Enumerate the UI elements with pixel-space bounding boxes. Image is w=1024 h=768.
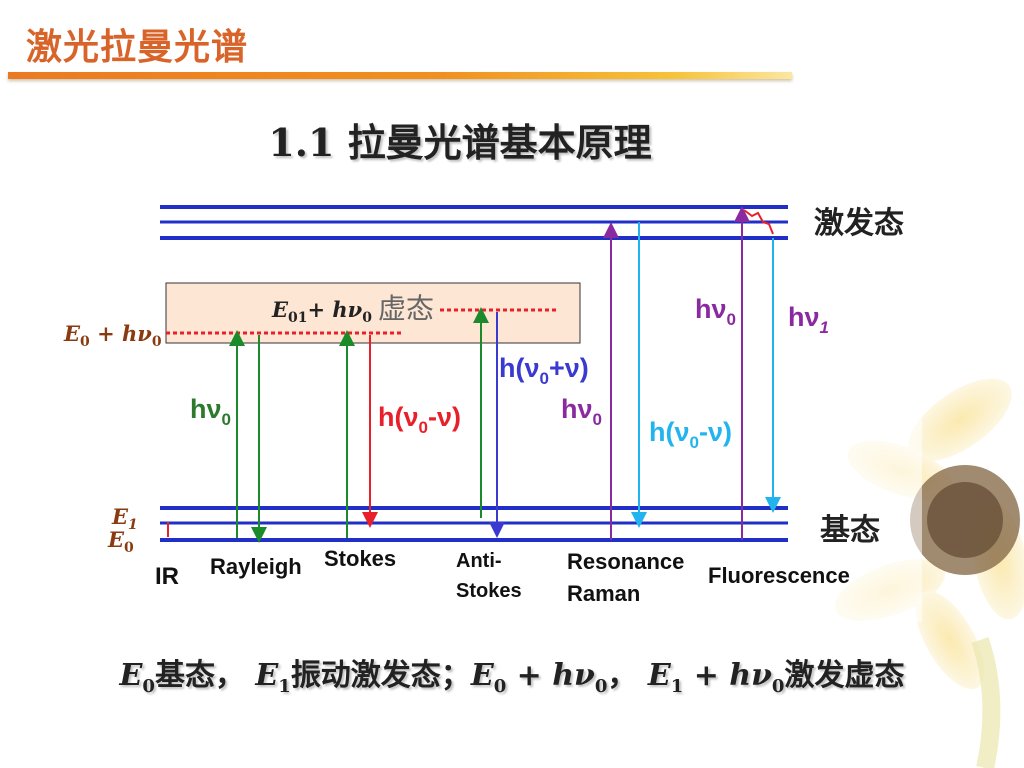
excited-state-levels	[160, 205, 788, 240]
title-rule	[8, 72, 792, 79]
process-label-anti-stokes-2: Stokes	[456, 580, 522, 602]
ground-state-label: 基态	[820, 513, 880, 548]
process-label-fluorescence: Fluorescence	[708, 563, 850, 588]
fluorescence-up-label: hν0	[695, 294, 736, 329]
virtual-level-label-inner: E01+ hν0	[271, 297, 372, 326]
anti-stokes-label: h(ν0+ν)	[499, 353, 589, 388]
process-label-rayleigh: Rayleigh	[210, 554, 302, 579]
process-label-stokes: Stokes	[324, 546, 396, 571]
resonance-up-label: hν0	[561, 394, 602, 429]
e0-label: E0	[107, 527, 134, 556]
footer-definition: E0基态， E1振动激发态；E0 + hν0， E1 + hν0激发虚态	[119, 658, 905, 697]
process-label-ir: IR	[155, 563, 179, 590]
diagram-background	[150, 190, 922, 622]
excited-state-label: 激发态	[814, 206, 904, 241]
rayleigh-label: hν0	[190, 394, 231, 429]
resonance-down-label: h(ν0-ν)	[649, 417, 732, 452]
e1-label: E1	[111, 504, 138, 533]
stokes-label: h(ν0-ν)	[378, 402, 461, 437]
slide-subtitle: 1.1 拉曼光谱基本原理	[268, 120, 652, 165]
process-label-anti-stokes-1: Anti-	[456, 550, 502, 572]
virtual-state-label: 虚态	[378, 292, 434, 325]
process-label-resonance-1: Resonance	[567, 549, 684, 574]
fluorescence-down-label: hν1	[788, 302, 829, 337]
slide-title: 激光拉曼光谱	[26, 27, 249, 68]
process-label-resonance-2: Raman	[567, 581, 640, 606]
virtual-level-label-left: E0 + hν0	[63, 321, 162, 350]
fluorescence-relaxation	[743, 209, 774, 235]
